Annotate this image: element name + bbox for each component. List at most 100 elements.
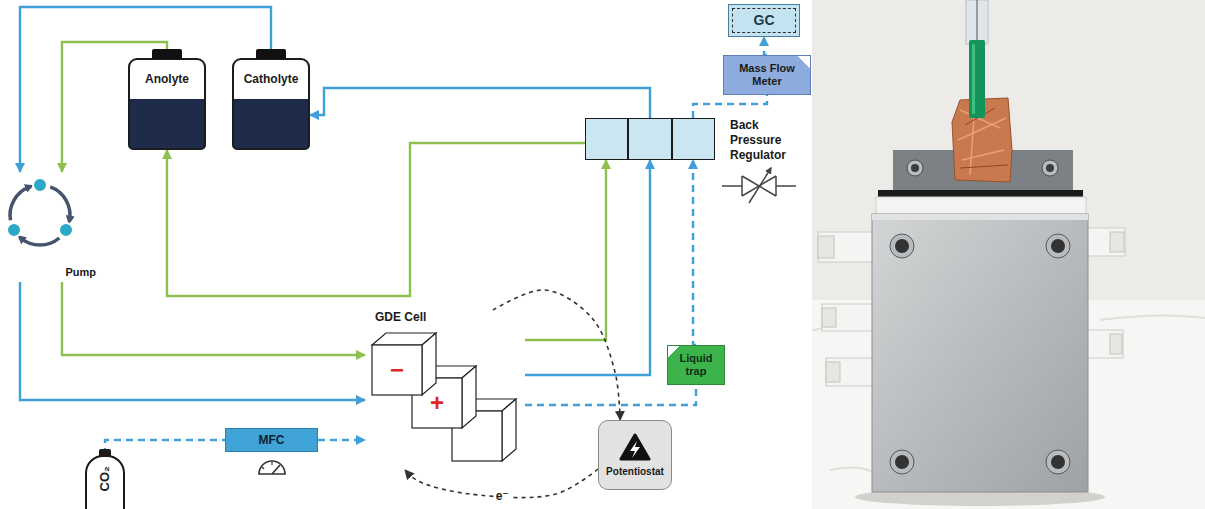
current-loop [405,469,598,498]
catholyte-line [310,88,650,118]
gas-label: CO₂ [97,466,113,491]
valve-lead [722,185,742,187]
screw-socket [895,455,909,469]
power-icon [619,433,651,461]
ptfe-layer [876,197,1086,215]
screw [890,450,914,474]
anolyte-line [525,160,606,340]
gas-line [318,439,365,441]
gas-line [693,160,696,345]
regulator-label: Back Pressure Regulator [730,118,810,163]
gauge-symbol [259,461,285,474]
gas-line [693,95,767,118]
screw-socket [1051,239,1065,253]
screw [907,160,923,176]
gas-line [764,37,767,55]
anolyte-line [62,42,167,172]
screw-socket [1046,164,1054,172]
front-plate [872,214,1088,492]
pump-arc [50,187,70,220]
screw-socket [1051,455,1065,469]
gauge-dial [259,461,285,474]
mfc-box: MFC [225,428,318,452]
pump-dot [33,178,47,192]
instrument-label: Mass Flow Meter [730,62,804,88]
bottle-label: Catholyte [244,72,299,86]
reservoir-bottle: Anolyte [128,58,206,150]
regulator-cell [672,118,715,160]
regulator-block: Back Pressure Regulator [585,118,715,160]
screw [1046,450,1070,474]
pump-node: Pump [3,172,100,282]
fitting [1083,330,1123,358]
cube-face [422,333,436,395]
instrument-label: GC [754,12,775,29]
liquid-trap-box: Liquid trap [667,345,725,385]
pump-dot [59,223,73,237]
potentiostat-box: Potentiostat [598,420,672,490]
catholyte-line [20,7,271,172]
fitting [826,358,878,386]
connectors [20,7,767,498]
trap-label: Liquid trap [671,352,721,378]
photo-background [812,0,1205,509]
catholyte-line [525,160,650,375]
bottle-label: Anolyte [145,72,189,86]
fitting-nut [1110,334,1122,354]
flow-meter-box: Mass Flow Meter [723,55,811,95]
cylinder-valve [99,449,111,456]
cube-face [372,345,422,395]
fitting [818,232,878,262]
electrode-wire [976,0,977,44]
electron-label: e⁻ [494,490,511,503]
gauge-needle [272,465,280,474]
regulator-cell [628,118,671,160]
screw [1046,234,1070,258]
gasket [878,190,1083,197]
fitting-nut [822,308,836,327]
cell-label: GDE Cell [375,310,426,324]
cube-face [462,366,476,428]
gauge-tick [271,462,272,465]
polarity-sign: + [430,391,444,415]
plate-edge [872,214,1088,220]
tube-highlight [972,44,975,114]
screw-socket [895,239,909,253]
reservoir-bottle: Catholyte [232,58,310,150]
fitting [822,304,878,331]
gde-cell: GDE Cell [365,310,525,470]
gas-line [525,385,696,405]
mfc-label: MFC [259,433,285,447]
fitting-nut [818,236,834,258]
potentiostat-label: Potentiostat [606,466,664,478]
cell-photo [812,0,1205,509]
pump-icon [7,178,73,245]
gauge-tick [262,467,264,469]
gc-box: GC [728,4,800,37]
gas-cylinder: CO₂ [85,455,125,509]
valve-symbol [722,168,796,203]
current-loop [493,290,620,420]
valve-lead [776,185,796,187]
pump-label: Pump [65,266,96,279]
cell-cubes [372,333,516,461]
fitting-nut [826,362,840,382]
pump-arc [21,238,60,245]
bottle-cap [152,49,182,59]
glass-tube [966,0,988,44]
catholyte-line [20,282,365,400]
anolyte-line [62,282,365,355]
anolyte-line [167,143,585,296]
fitting [1083,228,1125,256]
valve-adjust-arrow [749,168,771,203]
screw-socket [911,164,919,172]
fitting-nut [1110,232,1124,252]
bottle-cap [256,49,286,59]
cube-face [502,399,516,461]
screw [1042,160,1058,176]
